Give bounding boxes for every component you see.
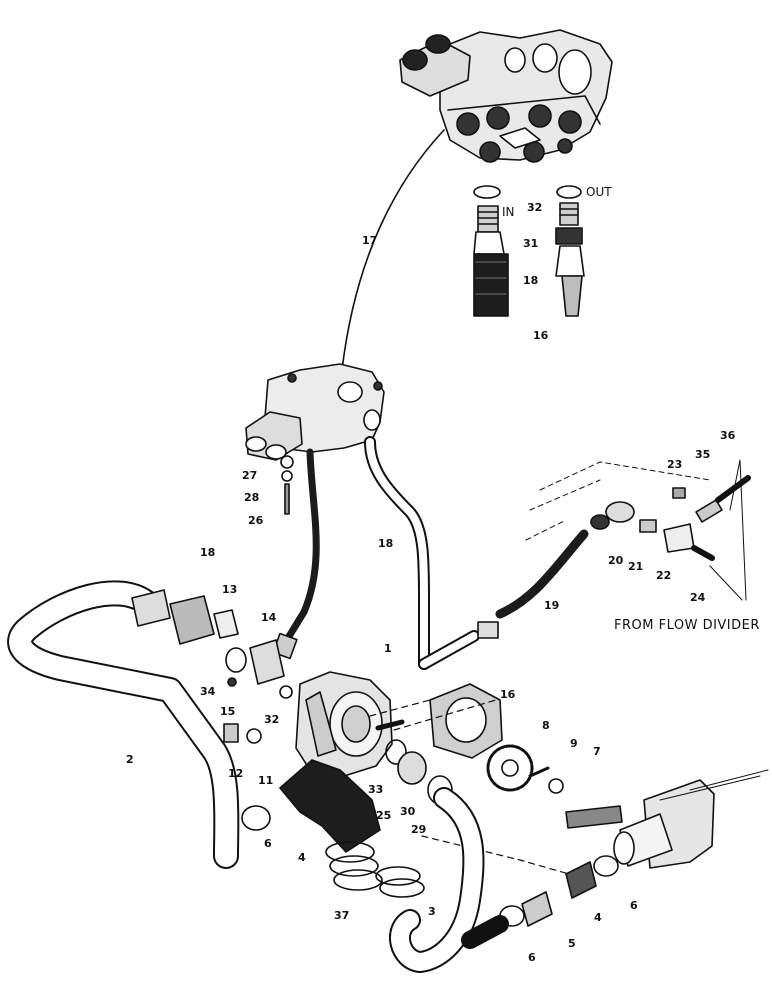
hose-19 xyxy=(495,529,589,619)
callout-37: 37 xyxy=(334,909,350,922)
callout-32-mid: 32 xyxy=(264,713,280,726)
callout-15: 15 xyxy=(220,705,236,718)
callout-1: 1 xyxy=(384,642,392,655)
callout-11: 11 xyxy=(258,774,274,787)
coupling-4 xyxy=(565,861,597,899)
hydraulic-line-17 xyxy=(341,129,445,371)
snap-ring-7 xyxy=(548,778,564,794)
callout-19: 19 xyxy=(544,599,560,612)
callout-31: 31 xyxy=(523,237,539,250)
key-8 xyxy=(528,766,550,778)
callout-33: 33 xyxy=(368,783,384,796)
callout-29: 29 xyxy=(411,823,427,836)
callout-3: 3 xyxy=(428,905,436,918)
flange-30 xyxy=(397,751,427,785)
nut-27 xyxy=(280,455,294,469)
plug-15 xyxy=(227,677,237,687)
o-ring-34 xyxy=(225,647,247,673)
callout-16-top: 16 xyxy=(533,329,549,342)
clamp-6-right xyxy=(593,855,619,877)
fitting-19-end xyxy=(477,621,499,639)
clamp-6-left xyxy=(241,805,271,831)
coupling-5 xyxy=(521,891,553,927)
callout-7: 7 xyxy=(593,745,601,758)
fitting-35 xyxy=(695,499,723,523)
callout-22: 22 xyxy=(656,569,672,582)
callout-23: 23 xyxy=(667,458,683,471)
fitting-21 xyxy=(639,519,657,533)
o-ring-33 xyxy=(385,739,407,765)
fitting-36 xyxy=(715,475,751,503)
tube-18-inner xyxy=(366,438,428,668)
hose-18-left xyxy=(284,448,320,642)
callout-17: 17 xyxy=(362,234,378,247)
port-in-label: IN xyxy=(502,205,515,219)
callout-9: 9 xyxy=(570,737,578,750)
o-ring-32-left xyxy=(473,185,501,199)
callout-4-right: 4 xyxy=(594,911,602,924)
port-out-label: OUT xyxy=(586,185,612,199)
middle-control-valve xyxy=(245,363,385,461)
callout-14: 14 xyxy=(261,611,277,624)
in-fitting-hose xyxy=(473,205,509,317)
callout-32-top: 32 xyxy=(527,201,543,214)
callout-18-right: 18 xyxy=(378,537,394,550)
callout-6-right: 6 xyxy=(630,899,638,912)
tee-22 xyxy=(663,523,695,553)
callout-4-left: 4 xyxy=(298,851,306,864)
callout-5: 5 xyxy=(568,937,576,950)
pipe-elbow-4 xyxy=(279,759,381,853)
flow-divider-caption: FROM FLOW DIVIDER xyxy=(614,618,760,633)
adapter-13a xyxy=(131,589,171,627)
callout-25: 25 xyxy=(376,809,392,822)
callout-24: 24 xyxy=(690,591,706,604)
callout-26: 26 xyxy=(248,514,264,527)
hydraulic-pump-1 xyxy=(279,671,405,777)
upper-control-valve xyxy=(399,29,613,163)
callout-6-bottom: 6 xyxy=(528,951,536,964)
cap-23 xyxy=(672,487,686,499)
callout-35: 35 xyxy=(695,448,711,461)
fitting-12 xyxy=(223,723,239,743)
callout-18-left: 18 xyxy=(200,546,216,559)
callout-27: 27 xyxy=(242,469,258,482)
elbow-14 xyxy=(249,639,285,685)
fitting-20 xyxy=(605,501,635,523)
o-ring-32-right xyxy=(556,185,582,199)
fitting-24 xyxy=(691,545,715,561)
out-fitting-hose xyxy=(555,202,585,317)
clamp-6-lower xyxy=(499,905,525,927)
suction-tube-2-inner xyxy=(9,582,238,867)
callout-34: 34 xyxy=(200,685,216,698)
callout-2: 2 xyxy=(126,753,134,766)
spring-37 xyxy=(325,841,425,898)
adapter-13b xyxy=(169,595,215,645)
drive-housing xyxy=(565,769,769,869)
flow-divider-outline xyxy=(525,461,711,541)
bolt-26 xyxy=(284,483,290,515)
washer-28 xyxy=(281,470,293,482)
callout-8: 8 xyxy=(542,719,550,732)
callout-12: 12 xyxy=(228,767,244,780)
return-tube-3-inner xyxy=(391,789,483,971)
callout-30: 30 xyxy=(400,805,416,818)
callout-20: 20 xyxy=(608,554,624,567)
callout-18-top: 18 xyxy=(523,274,539,287)
callout-16-mid: 16 xyxy=(500,688,516,701)
callout-36: 36 xyxy=(720,429,736,442)
callout-28: 28 xyxy=(244,491,260,504)
callout-13: 13 xyxy=(222,583,238,596)
callout-6-left: 6 xyxy=(264,837,272,850)
o-ring-11 xyxy=(246,728,262,744)
callout-21: 21 xyxy=(628,560,644,573)
